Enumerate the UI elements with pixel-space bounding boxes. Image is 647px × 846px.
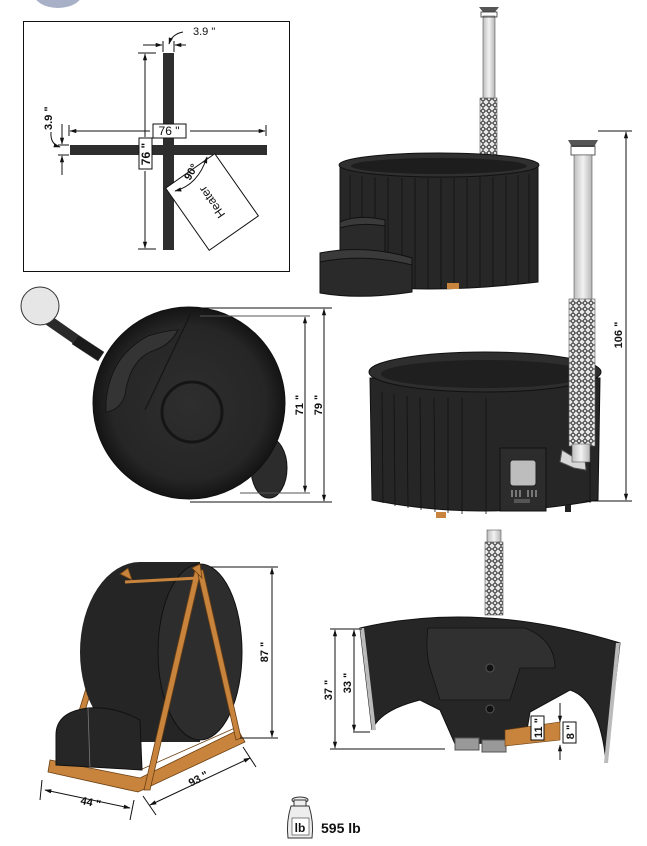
- beam-width-top-label: 3.9 ": [193, 26, 215, 38]
- weight-icon-label: lb: [295, 821, 306, 835]
- package-height-label: 87 ": [259, 642, 271, 663]
- section-view: 37 " 33 " 11 " 8 ": [323, 529, 621, 763]
- beam-width-left-label: 3.9 ": [43, 106, 55, 130]
- chimney-top-view: [20, 286, 105, 362]
- base-plan-panel: Heater 3.9 " 3.9 " 76 " 76 " 90°: [23, 21, 290, 272]
- seat-height-label: 11 ": [533, 718, 545, 738]
- inner-diameter-label: 71 ": [294, 395, 306, 416]
- outer-diameter-label: 79 ": [313, 395, 325, 416]
- horizontal-length-label: 76 ": [159, 124, 180, 138]
- outer-depth-label: 37 ": [323, 680, 335, 701]
- packaging-view: 87 " 93 " 44 ": [39, 562, 278, 821]
- front-tub-staves: [381, 391, 591, 514]
- top-view: 71 " 79 ": [20, 286, 332, 503]
- weight-value: 595 lb: [321, 820, 361, 836]
- vertical-length-label: 76 ": [139, 143, 153, 165]
- weight-icon: lb: [286, 796, 314, 839]
- page-tab-circle: [36, 0, 80, 8]
- inner-depth-label: 33 ": [342, 673, 354, 694]
- clearance-label: 8 ": [565, 725, 577, 739]
- horizontal-beam: [70, 145, 267, 155]
- front-view: 106 ": [368, 130, 632, 518]
- total-height-label: 106 ": [613, 322, 625, 349]
- package-width-label: 44 ": [79, 795, 102, 811]
- package-length-label: 93 ": [187, 769, 211, 789]
- tub-with-steps-view: [319, 7, 540, 297]
